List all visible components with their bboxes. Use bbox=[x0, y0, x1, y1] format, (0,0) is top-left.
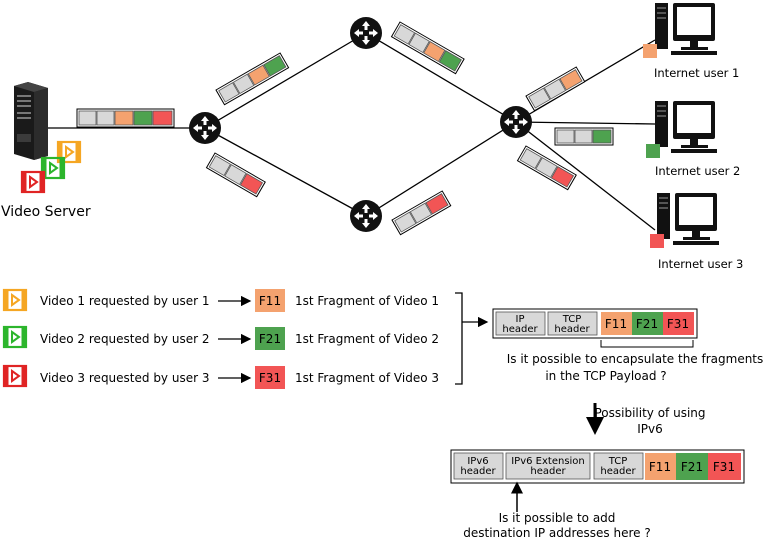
video-file-icon bbox=[2, 325, 28, 349]
legend-fragment-3-desc: 1st Fragment of Video 3 bbox=[295, 371, 439, 385]
computer-icon bbox=[655, 101, 717, 153]
user3-color-marker bbox=[650, 234, 664, 248]
tcp-packet: IP header TCP header F11 F21 F31 bbox=[492, 308, 698, 339]
legend-request-1: Video 1 requested by user 1 bbox=[40, 294, 209, 308]
router-icon bbox=[350, 17, 382, 49]
legend-bracket bbox=[455, 292, 489, 385]
legend-fragment-1 bbox=[255, 289, 285, 312]
ipv6-fragment-2: F21 bbox=[681, 460, 703, 474]
legend-fragment-1-desc: 1st Fragment of Video 1 bbox=[295, 294, 439, 308]
transition-label-line2: IPv6 bbox=[637, 422, 663, 436]
server-label: Video Server bbox=[1, 204, 91, 220]
legend-fragment-1-label: F11 bbox=[259, 294, 281, 308]
user1-color-marker bbox=[643, 44, 657, 58]
ipv6-tcp-header-line2: header bbox=[600, 466, 636, 477]
router-icon bbox=[350, 200, 382, 232]
ipv6-fragment-1: F11 bbox=[649, 460, 671, 474]
packet-queue-user3 bbox=[516, 145, 577, 191]
transition-label-line1: Possibility of using bbox=[594, 406, 705, 420]
ipv6-tcp-header-line1: TCP bbox=[608, 456, 628, 467]
packet-queue-server bbox=[76, 108, 175, 128]
legend-fragment-2-desc: 1st Fragment of Video 2 bbox=[295, 332, 439, 346]
ipv6-ext-header-line1: IPv6 Extension bbox=[511, 456, 585, 467]
user2-color-marker bbox=[646, 144, 660, 158]
computer-icon bbox=[657, 193, 719, 245]
packet-green bbox=[133, 110, 153, 126]
legend-fragment-3 bbox=[255, 366, 285, 389]
ipv6-packet: IPv6 header IPv6 Extension header TCP he… bbox=[450, 449, 745, 484]
video-file-icon bbox=[2, 288, 28, 312]
tcp-fragment-1: F11 bbox=[605, 317, 627, 331]
packet-queue-r1-lower bbox=[205, 152, 266, 198]
packet-red bbox=[152, 110, 173, 126]
ipv6-header-line2: header bbox=[460, 466, 496, 477]
packet-orange bbox=[114, 110, 134, 126]
video-file-icon bbox=[40, 156, 66, 180]
legend-request-2: Video 2 requested by user 2 bbox=[40, 332, 209, 346]
payload-bracket bbox=[600, 340, 694, 348]
tcp-header-line1: TCP bbox=[562, 314, 582, 325]
user2-label: Internet user 2 bbox=[655, 164, 740, 178]
user1-label: Internet user 1 bbox=[654, 66, 739, 80]
tcp-question-line1: Is it possible to encapsulate the fragme… bbox=[507, 352, 763, 366]
router-icon bbox=[500, 106, 532, 138]
ipv6-header-line1: IPv6 bbox=[467, 456, 488, 467]
packet-queue-user2 bbox=[554, 127, 614, 146]
computer-icon bbox=[655, 3, 717, 55]
tcp-header-line2: header bbox=[554, 324, 590, 335]
ipv6-question-line2: destination IP addresses here ? bbox=[463, 526, 650, 538]
tcp-ip-header-line2: header bbox=[502, 324, 538, 335]
ipv6-ext-header-line2: header bbox=[530, 466, 566, 477]
tcp-question-line2: in the TCP Payload ? bbox=[545, 369, 666, 383]
legend-fragment-2 bbox=[255, 327, 285, 350]
ipv6-fragment-3: F31 bbox=[713, 460, 735, 474]
server-icon bbox=[14, 82, 48, 160]
packet-queue-user1 bbox=[525, 66, 586, 112]
tcp-ip-header-line1: IP bbox=[516, 314, 525, 325]
packet-queue-r1-upper bbox=[215, 52, 290, 106]
packet-queue-lower-right bbox=[391, 190, 452, 236]
video-file-icon bbox=[2, 364, 28, 388]
router-icon bbox=[189, 112, 221, 144]
user3-label: Internet user 3 bbox=[658, 257, 743, 271]
ipv6-question-line1: Is it possible to add bbox=[499, 511, 616, 525]
tcp-fragment-3: F31 bbox=[667, 317, 689, 331]
packet-queue-upper-right bbox=[390, 21, 465, 75]
tcp-fragment-2: F21 bbox=[636, 317, 658, 331]
legend-fragment-3-label: F31 bbox=[259, 371, 281, 385]
legend-fragment-2-label: F21 bbox=[259, 332, 281, 346]
video-file-icon bbox=[20, 170, 46, 194]
legend-request-3: Video 3 requested by user 3 bbox=[40, 371, 209, 385]
